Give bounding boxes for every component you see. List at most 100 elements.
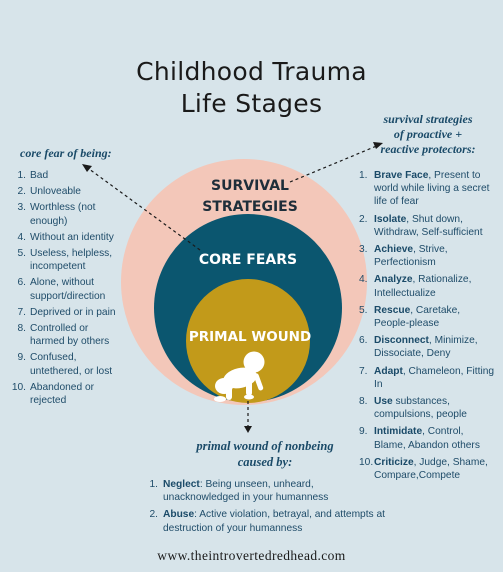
item-text: Confused, untethered, or lost bbox=[30, 352, 113, 377]
item-number: 9. bbox=[359, 426, 368, 438]
website-url: www.theintrovertedredhead.com bbox=[157, 548, 346, 563]
item-keyword: Achieve bbox=[374, 244, 414, 256]
item-detail: , Caretake, People-please bbox=[374, 304, 461, 330]
list-item: 9. Intimidate, Control, Blame, Abandon ot… bbox=[359, 425, 497, 451]
list-item: 2. Isolate, Shut down, Withdraw, Self-suf… bbox=[359, 213, 497, 239]
item-text: Alone, without support/direction bbox=[30, 277, 106, 302]
item-text: Deprived or in pain bbox=[30, 306, 116, 318]
item-detail: , Control, Blame, Abandon others bbox=[374, 426, 480, 451]
item-detail: , Minimize, Dissociate, Deny bbox=[374, 335, 478, 360]
item-detail: , Chameleon, Fitting In bbox=[374, 365, 495, 390]
item-number: 10. bbox=[359, 456, 374, 468]
arrow-head-core-fears bbox=[82, 164, 92, 172]
item-text: Isolate, Shut down, Withdraw, Self-suffi… bbox=[374, 213, 497, 239]
survival-label-line-2: STRATEGIES bbox=[202, 199, 298, 215]
heading-line-3: reactive protectors: bbox=[380, 142, 476, 156]
item-detail: : Being unseen, unheard, unacknowledged … bbox=[163, 479, 329, 504]
item-number: 10. bbox=[11, 381, 26, 393]
list-item: 8.Controlled or harmed by others bbox=[10, 322, 125, 348]
primal-wound-list: 1. Neglect: Being unseen, unheard, unackn… bbox=[140, 478, 390, 535]
item-text: Rescue, Caretake, People-please bbox=[374, 304, 497, 330]
item-number: 2. bbox=[359, 213, 368, 225]
item-detail: , Present to world while living a secret… bbox=[374, 170, 490, 208]
item-number: 8. bbox=[359, 396, 368, 408]
title-line-2: Life Stages bbox=[180, 89, 323, 118]
item-text: Adapt, Chameleon, Fitting In bbox=[374, 365, 497, 391]
list-item: 6. Disconnect, Minimize, Dissociate, Deny bbox=[359, 334, 497, 360]
core-fears-heading: core fear of being: bbox=[20, 146, 112, 160]
item-number: 6. bbox=[359, 335, 368, 347]
item-number: 5. bbox=[359, 304, 368, 316]
survival-strategies-heading: survival strategies of proactive + react… bbox=[359, 112, 497, 157]
survival-strategies-label: SURVIVAL STRATEGIES bbox=[185, 176, 315, 218]
list-item: 10.Criticize, Judge, Shame, Compare,Comp… bbox=[359, 456, 497, 482]
item-text: Bad bbox=[30, 170, 49, 181]
item-detail: substances, compulsions, people bbox=[374, 396, 467, 421]
list-item: 4.Without an identity bbox=[10, 231, 125, 244]
item-number: 4. bbox=[359, 274, 368, 286]
heading-line-2: of proactive + bbox=[393, 127, 463, 141]
item-text: Analyze, Rationalize, Intellectualize bbox=[374, 273, 497, 299]
heading-line-1: survival strategies bbox=[383, 112, 473, 126]
primal-wound-panel: primal wound of nonbeing caused by: 1. Ne… bbox=[140, 438, 390, 539]
item-number: 1. bbox=[359, 170, 368, 181]
item-keyword: Disconnect bbox=[374, 335, 429, 347]
primal-wound-heading: primal wound of nonbeing caused by: bbox=[140, 438, 390, 470]
item-keyword: Intimidate bbox=[374, 426, 423, 438]
item-detail: , Strive, Perfectionism bbox=[374, 244, 448, 269]
item-keyword: Adapt bbox=[374, 365, 403, 377]
list-item: 7.Adapt, Chameleon, Fitting In bbox=[359, 365, 497, 391]
survival-label-line-1: SURVIVAL bbox=[211, 178, 289, 194]
list-item: 4. Analyze, Rationalize, Intellectualize bbox=[359, 273, 497, 299]
item-detail: , Rationalize, Intellectualize bbox=[374, 274, 472, 299]
list-item: 1.Brave Face, Present to world while liv… bbox=[359, 169, 497, 209]
core-fears-panel: core fear of being: 1.Bad 2.Unloveable 3… bbox=[10, 146, 125, 410]
item-detail: , Judge, Shame, Compare,Compete bbox=[374, 456, 488, 482]
item-number: 6. bbox=[17, 277, 27, 289]
arrow-head-primal-wound bbox=[244, 426, 252, 433]
title-line-1: Childhood Trauma bbox=[136, 57, 367, 86]
primal-wound-label: PRIMAL WOUND bbox=[188, 329, 312, 345]
item-text: Achieve, Strive, Perfectionism bbox=[374, 243, 497, 269]
item-detail: , Shut down, Withdraw, Self-sufficient bbox=[374, 213, 483, 238]
list-item: 8. Use substances, compulsions, people bbox=[359, 395, 497, 421]
item-number: 7. bbox=[17, 306, 27, 318]
list-item: 3. Achieve, Strive, Perfectionism bbox=[359, 243, 497, 269]
list-item: 2.Unloveable bbox=[10, 185, 125, 198]
primal-wound-circle bbox=[186, 279, 310, 403]
heading-line-1: primal wound of nonbeing bbox=[196, 439, 334, 453]
item-text: Useless, helpless, incompetent bbox=[30, 248, 113, 273]
list-item: 5. Rescue, Caretake, People-please bbox=[359, 304, 497, 330]
item-number: 1. bbox=[149, 479, 159, 490]
item-text: Disconnect, Minimize, Dissociate, Deny bbox=[374, 334, 497, 360]
item-detail: : Active violation, betrayal, and attemp… bbox=[163, 509, 385, 534]
survival-strategies-list: 1.Brave Face, Present to world while liv… bbox=[359, 169, 497, 482]
core-fears-list: 1.Bad 2.Unloveable 3.Worthless (not enou… bbox=[10, 169, 125, 407]
item-number: 2. bbox=[149, 509, 159, 521]
item-keyword: Use bbox=[374, 396, 393, 408]
item-keyword: Abuse bbox=[163, 509, 195, 521]
item-number: 3. bbox=[359, 244, 368, 256]
core-fears-label: CORE FEARS bbox=[198, 252, 298, 268]
item-number: 3. bbox=[17, 202, 27, 214]
item-number: 9. bbox=[17, 352, 27, 364]
list-item: 7.Deprived or in pain bbox=[10, 306, 125, 319]
baby-icon bbox=[214, 351, 265, 402]
item-number: 5. bbox=[17, 248, 27, 260]
item-text: Controlled or harmed by others bbox=[30, 323, 110, 348]
arrow-head-survival bbox=[373, 142, 383, 149]
list-item: 6.Alone, without support/direction bbox=[10, 276, 125, 302]
arrow-to-survival bbox=[289, 144, 380, 183]
list-item: 1. Neglect: Being unseen, unheard, unackn… bbox=[140, 478, 390, 504]
list-item: 10.Abandoned or rejected bbox=[10, 381, 125, 407]
page-title: Childhood Trauma Life Stages bbox=[0, 56, 503, 120]
item-number: 2. bbox=[17, 186, 27, 198]
list-item: 3.Worthless (not enough) bbox=[10, 201, 125, 227]
list-item: 2. Abuse: Active violation, betrayal, and… bbox=[140, 508, 390, 534]
survival-strategies-panel: survival strategies of proactive + react… bbox=[359, 112, 497, 486]
item-text: Neglect: Being unseen, unheard, unacknow… bbox=[163, 478, 390, 504]
heading-line-2: caused by: bbox=[237, 455, 293, 469]
list-item: 5.Useless, helpless, incompetent bbox=[10, 247, 125, 273]
item-text: Without an identity bbox=[30, 231, 114, 243]
